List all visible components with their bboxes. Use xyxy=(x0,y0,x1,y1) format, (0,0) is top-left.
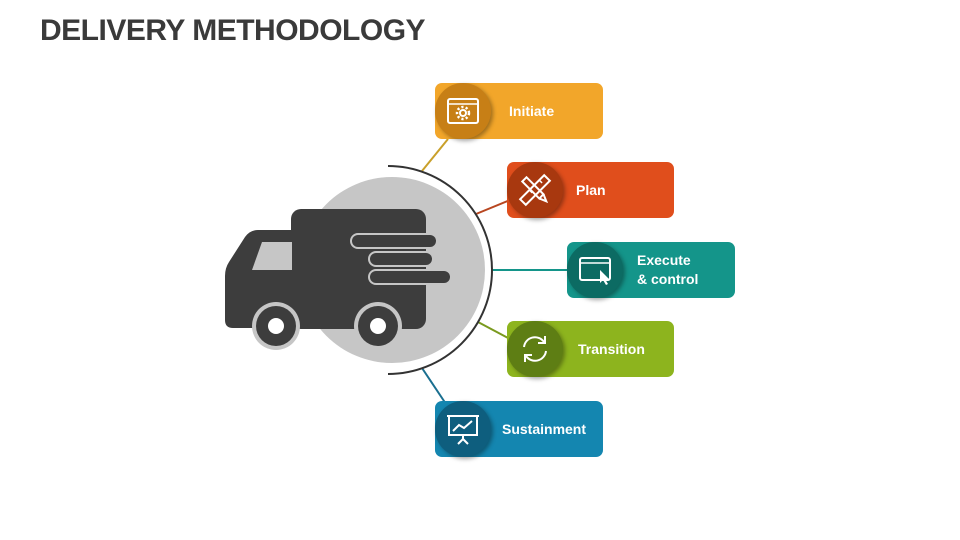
step-label: Initiate xyxy=(509,102,555,119)
outer-arc xyxy=(387,165,493,375)
connector-sustainment xyxy=(421,367,447,405)
step-icon-circle xyxy=(507,162,563,218)
presentation-chart-icon xyxy=(447,415,479,445)
pencil-ruler-icon xyxy=(518,173,552,207)
step-label: Execute & control xyxy=(637,252,699,287)
step-icon-circle xyxy=(507,321,563,377)
refresh-icon xyxy=(523,336,547,362)
step-initiate[interactable]: Initiate xyxy=(435,83,603,139)
step-icon-circle xyxy=(435,83,491,139)
delivery-truck-icon xyxy=(225,209,452,350)
step-icon-circle xyxy=(567,242,623,298)
step-transition[interactable]: Transition xyxy=(507,321,674,377)
step-sustainment[interactable]: Sustainment xyxy=(435,401,603,457)
window-cursor-icon xyxy=(579,257,611,285)
step-plan[interactable]: Plan xyxy=(507,162,674,218)
step-label: Sustainment xyxy=(502,420,587,437)
step-execute-control[interactable]: Execute & control xyxy=(567,242,735,298)
page-title: DELIVERY METHODOLOGY xyxy=(40,14,426,47)
step-icon-circle xyxy=(435,401,491,457)
step-label: Transition xyxy=(578,340,645,357)
step-label: Plan xyxy=(576,181,606,198)
connector-initiate xyxy=(421,138,449,172)
connector-plan xyxy=(475,199,511,215)
connector-transition xyxy=(477,321,511,340)
settings-window-icon xyxy=(447,98,479,124)
